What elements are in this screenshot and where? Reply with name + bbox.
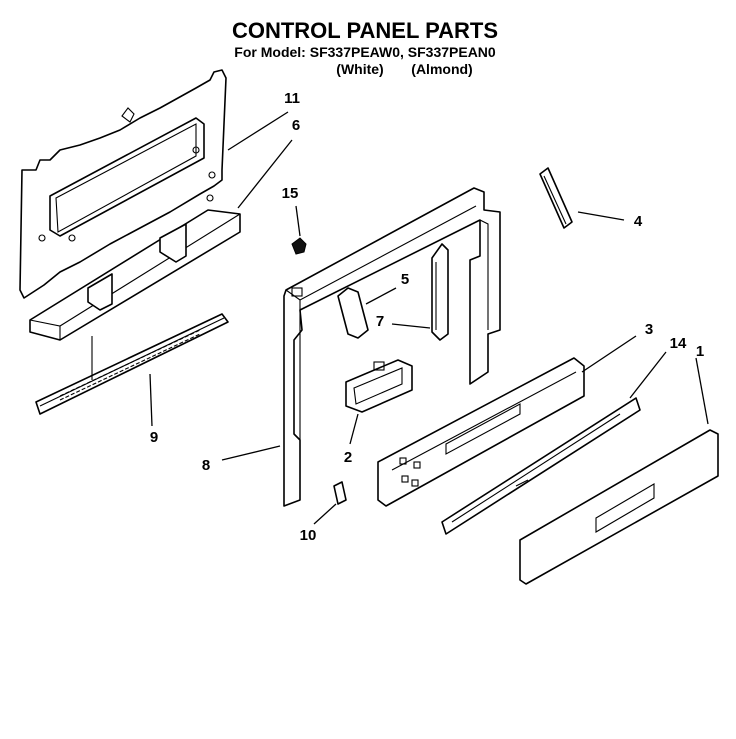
part-15-clip — [291, 237, 307, 255]
callout-11: 11 — [284, 90, 300, 107]
part-8-frame — [283, 187, 501, 507]
color-white-label: (White) — [336, 61, 383, 77]
part-1-glass-panel — [519, 429, 719, 585]
callout-2: 2 — [344, 449, 352, 466]
part-2-clock — [345, 359, 413, 413]
part-4-end-cap — [539, 167, 573, 229]
callout-1: 1 — [696, 343, 704, 360]
callout-3: 3 — [645, 321, 653, 338]
callout-15: 15 — [282, 185, 299, 202]
color-almond-label: (Almond) — [411, 61, 472, 77]
callout-7: 7 — [376, 313, 384, 330]
part-5-clip — [337, 287, 369, 339]
part-11-bracket — [19, 69, 227, 299]
callout-6: 6 — [292, 117, 300, 134]
leader-lines — [149, 111, 709, 525]
callout-10: 10 — [300, 527, 317, 544]
callout-5: 5 — [401, 271, 409, 288]
part-9-vent-strip — [35, 313, 229, 415]
diagram-title: CONTROL PANEL PARTS — [232, 18, 498, 43]
part-7-bracket — [431, 243, 449, 341]
part-6-channel — [29, 209, 241, 341]
callout-14: 14 — [670, 335, 687, 352]
part-10-bracket — [333, 481, 347, 505]
part-3-control-panel — [377, 357, 585, 507]
part-14-trim-strip — [441, 397, 641, 535]
callout-9: 9 — [150, 429, 158, 446]
callout-8: 8 — [202, 457, 210, 474]
model-line: For Model: SF337PEAW0, SF337PEAN0 — [234, 44, 496, 60]
callout-4: 4 — [634, 213, 643, 230]
